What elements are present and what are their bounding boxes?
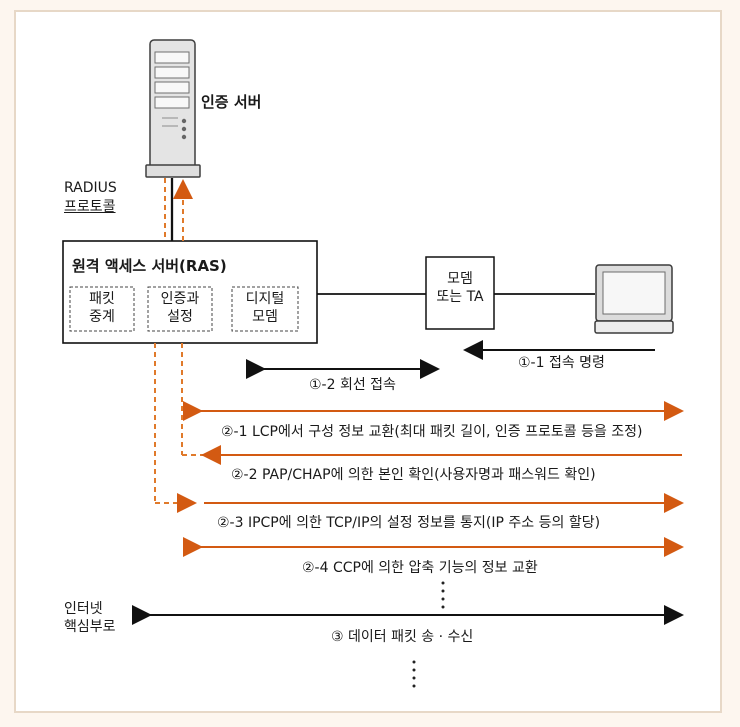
radius-label-line1: RADIUS	[64, 180, 117, 196]
monitor-icon	[594, 264, 674, 334]
modem-box	[425, 256, 495, 330]
ras-box-packet-relay	[69, 286, 135, 332]
auth-server-label: 인증 서버	[201, 93, 262, 111]
step-2-2-label: ②-2 PAP/CHAP에 의한 본인 확인(사용자명과 패스워드 확인)	[231, 467, 596, 483]
ras-box-label-digital-modem: 디지털 모뎀	[245, 291, 285, 325]
step-3-label: ③ 데이터 패킷 송 · 수신	[331, 629, 474, 645]
step-2-1-label: ②-1 LCP에서 구성 정보 교환(최대 패킷 길이, 인증 프로토콜 등을 …	[221, 424, 643, 440]
step-1-2-label: ①-2 회선 접속	[309, 377, 396, 393]
ras-box-label-packet-relay: 패킷 중계	[89, 291, 115, 325]
step-2-4-label: ②-4 CCP에 의한 압축 기능의 정보 교환	[302, 560, 538, 576]
modem-label: 모뎀 또는 TA	[436, 271, 484, 305]
ras-box-authentication	[147, 286, 213, 332]
radius-label-line2: 프로토콜	[64, 199, 116, 215]
step-1-1-label: ①-1 접속 명령	[518, 355, 605, 371]
ras-box-digital-modem	[231, 286, 299, 332]
continuation-dots-lower	[412, 660, 416, 688]
internet-core-label: 인터넷 핵심부로	[64, 601, 116, 635]
continuation-dots-upper	[441, 581, 445, 609]
step-2-3-label: ②-3 IPCP에 의한 TCP/IP의 설정 정보를 통지(IP 주소 등의 …	[217, 515, 601, 531]
ras-box-label-authentication: 인증과 설정	[160, 291, 200, 325]
ras-title: 원격 액세스 서버(RAS)	[72, 257, 227, 275]
server-icon	[145, 39, 201, 178]
